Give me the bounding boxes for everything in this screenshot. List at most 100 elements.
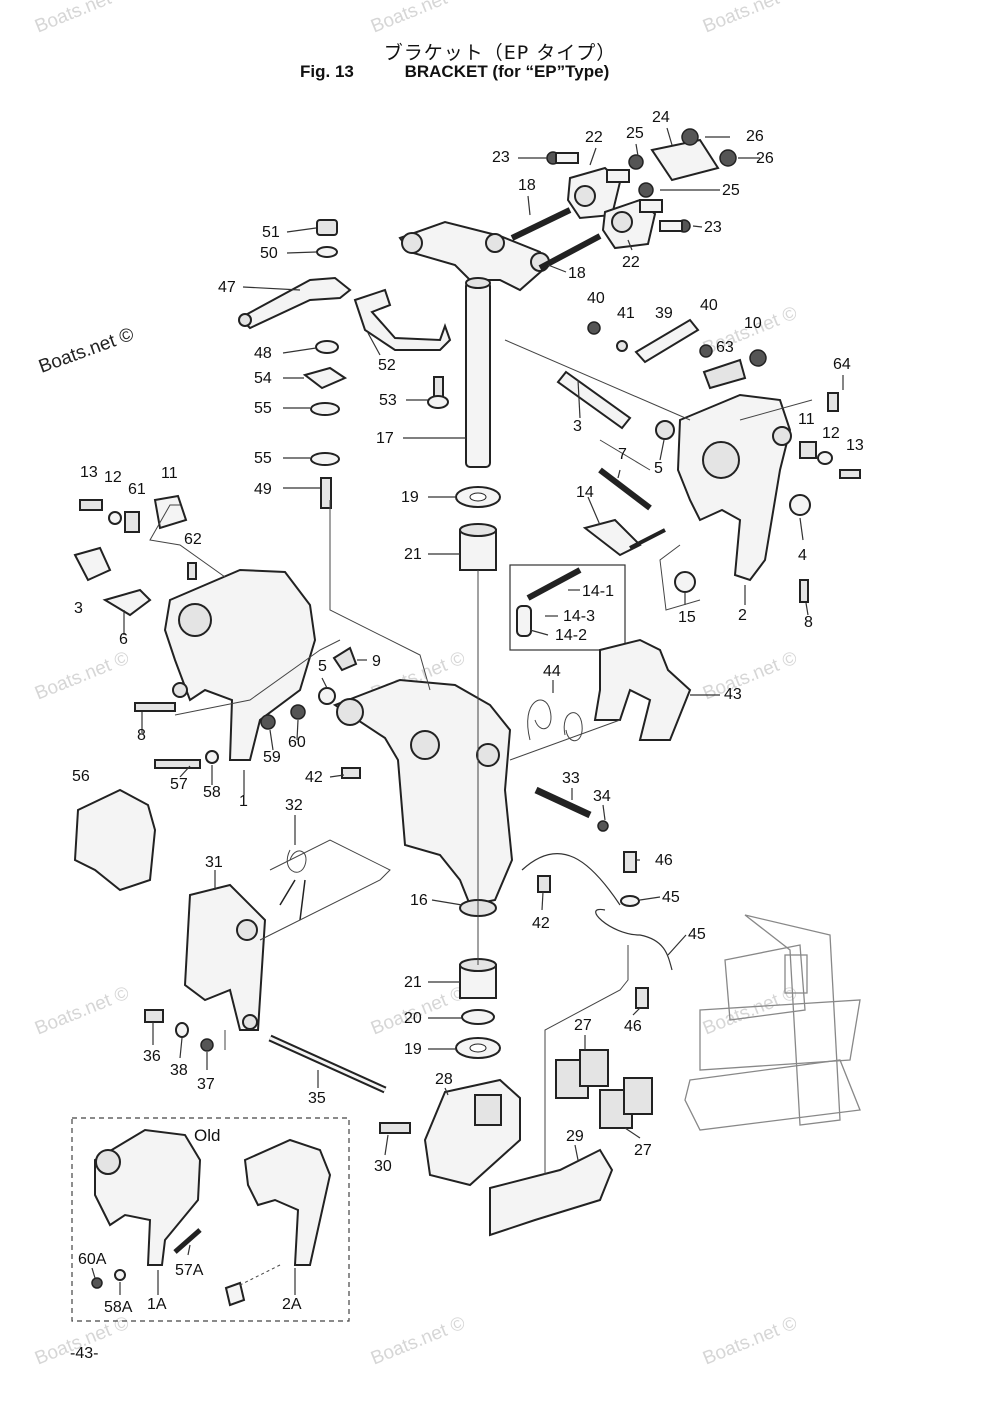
callout-11: 11 <box>798 411 815 428</box>
callout-12: 12 <box>822 425 840 442</box>
callout-29: 29 <box>566 1128 584 1145</box>
guard-56 <box>73 788 157 892</box>
spring-32 <box>279 849 307 921</box>
callout-40: 40 <box>700 297 718 314</box>
callout-22: 22 <box>622 254 640 271</box>
callout-54: 54 <box>254 370 272 387</box>
callout-40: 40 <box>587 290 605 307</box>
callout-60A: 60A <box>78 1251 107 1268</box>
washer-stack <box>302 340 348 509</box>
small-parts-36-38-37 <box>144 1009 214 1052</box>
callout-21: 21 <box>404 546 422 563</box>
callout-12: 12 <box>104 469 122 486</box>
callout-14: 14 <box>576 484 594 501</box>
callout-14-1: 14-1 <box>582 583 615 600</box>
shaft-33 <box>534 786 609 832</box>
callout-2A: 2A <box>282 1296 302 1313</box>
figure-number: Fig. 13 <box>300 62 354 81</box>
callout-59: 59 <box>263 749 281 766</box>
plate-24 <box>546 128 737 233</box>
bolt-30 <box>379 1122 411 1134</box>
callout-47: 47 <box>218 279 236 296</box>
swivel-bracket-16 <box>332 678 514 917</box>
callout-35: 35 <box>308 1090 326 1107</box>
callout-46: 46 <box>624 1018 642 1035</box>
callout-28: 28 <box>435 1071 453 1088</box>
callout-19: 19 <box>404 1041 422 1058</box>
callout-18: 18 <box>518 177 536 194</box>
callout-42: 42 <box>305 769 323 786</box>
callout-62: 62 <box>184 531 202 548</box>
box-14 <box>509 564 626 651</box>
callout-1: 1 <box>239 793 248 810</box>
callout-19: 19 <box>401 489 419 506</box>
steering-bracket <box>398 220 550 292</box>
callout-11: 61 <box>128 481 146 498</box>
callout-56: 56 <box>72 768 90 785</box>
callout-23: 23 <box>704 219 722 236</box>
collar-19 <box>455 486 501 508</box>
callout-22: 22 <box>585 129 603 146</box>
callout-26: 26 <box>746 128 764 145</box>
arm-47 <box>238 276 352 330</box>
callout-52: 52 <box>378 357 396 374</box>
callout-50: 50 <box>260 245 278 262</box>
callout-33: 33 <box>562 770 580 787</box>
callout-13: 13 <box>80 464 98 481</box>
callout-8: 8 <box>804 614 813 631</box>
callout-6: 6 <box>119 631 128 648</box>
callout-3: 3 <box>74 600 83 617</box>
leader-lines <box>91 127 844 1295</box>
callout-26: 26 <box>756 150 774 167</box>
callout-3: 3 <box>573 418 582 435</box>
shaft-35 <box>268 1034 387 1094</box>
old-parts-box <box>71 1117 350 1322</box>
callout-27: 27 <box>634 1142 652 1159</box>
figure-caption: BRACKET (for “EP”Type) <box>404 62 610 81</box>
callout-13: 13 <box>846 437 864 454</box>
swivel-shaft <box>465 277 491 468</box>
callout-34: 34 <box>593 788 611 805</box>
callout-41: 41 <box>617 305 635 322</box>
callout-7: 7 <box>618 446 627 463</box>
callout-60: 60 <box>288 734 306 751</box>
callout-5: 5 <box>318 658 327 675</box>
callout-4: 4 <box>798 547 807 564</box>
callout-1A: 1A <box>147 1296 167 1313</box>
callout-43: 43 <box>724 686 742 703</box>
callout-45: 45 <box>688 926 706 943</box>
callout-25: 25 <box>626 125 644 142</box>
callout-49: 49 <box>254 481 272 498</box>
nut-51 <box>316 219 338 258</box>
callout-5: 5 <box>654 460 663 477</box>
callout-21: 21 <box>404 974 422 991</box>
bushing-21 <box>459 523 497 571</box>
callout-36: 36 <box>143 1048 161 1065</box>
callout-8: 8 <box>137 727 146 744</box>
construction-lines <box>149 339 813 1286</box>
pad-29 <box>489 1148 614 1237</box>
reverse-lock-43 <box>593 638 692 741</box>
callout-30: 30 <box>374 1158 392 1175</box>
callout-48: 48 <box>254 345 272 362</box>
lower-bushings <box>455 958 501 1059</box>
callout-16: 16 <box>410 892 428 909</box>
lever-14 <box>582 518 666 557</box>
callout-32: 32 <box>285 797 303 814</box>
callout-31: 31 <box>205 854 223 871</box>
callout-15: 15 <box>678 609 696 626</box>
old-group-label: Old <box>194 1126 221 1145</box>
callout-2: 2 <box>738 607 747 624</box>
tilt-lever-31 <box>183 883 267 1031</box>
callout-24: 24 <box>652 109 670 126</box>
callout-55: 55 <box>254 400 272 417</box>
left-hardware <box>73 494 358 769</box>
callout-14-3: 14-3 <box>563 608 596 625</box>
callout-57A: 57A <box>175 1262 204 1279</box>
callout-55: 55 <box>254 450 272 467</box>
mount-28 <box>423 1078 521 1187</box>
callout-46: 46 <box>655 852 673 869</box>
figure-title: Fig. 13 BRACKET (for “EP”Type) <box>300 62 609 82</box>
stern-bracket-1 <box>163 568 317 761</box>
callout-39: 39 <box>655 305 673 322</box>
